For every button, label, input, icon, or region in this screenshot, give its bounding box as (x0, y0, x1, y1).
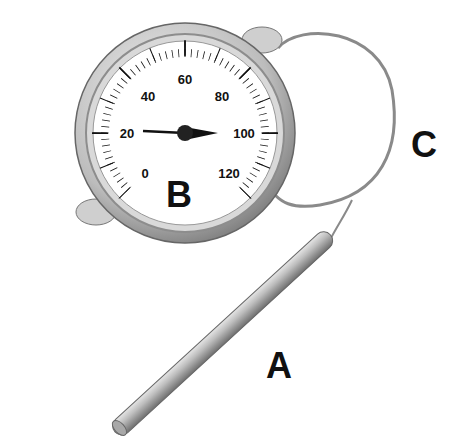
capillary-tube (330, 200, 352, 240)
dial-ring (86, 34, 284, 232)
major-ticks (100, 48, 270, 193)
scale-number: 60 (178, 73, 192, 86)
scale-number: 40 (141, 90, 155, 103)
part-letter: B (166, 177, 192, 213)
scale-number: 20 (120, 127, 134, 140)
scale-number: 0 (141, 167, 148, 180)
dial-bezel (75, 23, 295, 243)
scale-number: 80 (215, 90, 229, 103)
minor-ticks (105, 53, 265, 190)
mid-ticks (100, 48, 270, 193)
scale-number: 100 (233, 127, 255, 140)
dial-face (93, 41, 277, 225)
part-letter: C (411, 127, 437, 163)
needle-hub (177, 125, 193, 141)
part-letter: A (266, 348, 292, 384)
sensor-bulb (109, 228, 336, 439)
scale-number: 120 (218, 167, 240, 180)
